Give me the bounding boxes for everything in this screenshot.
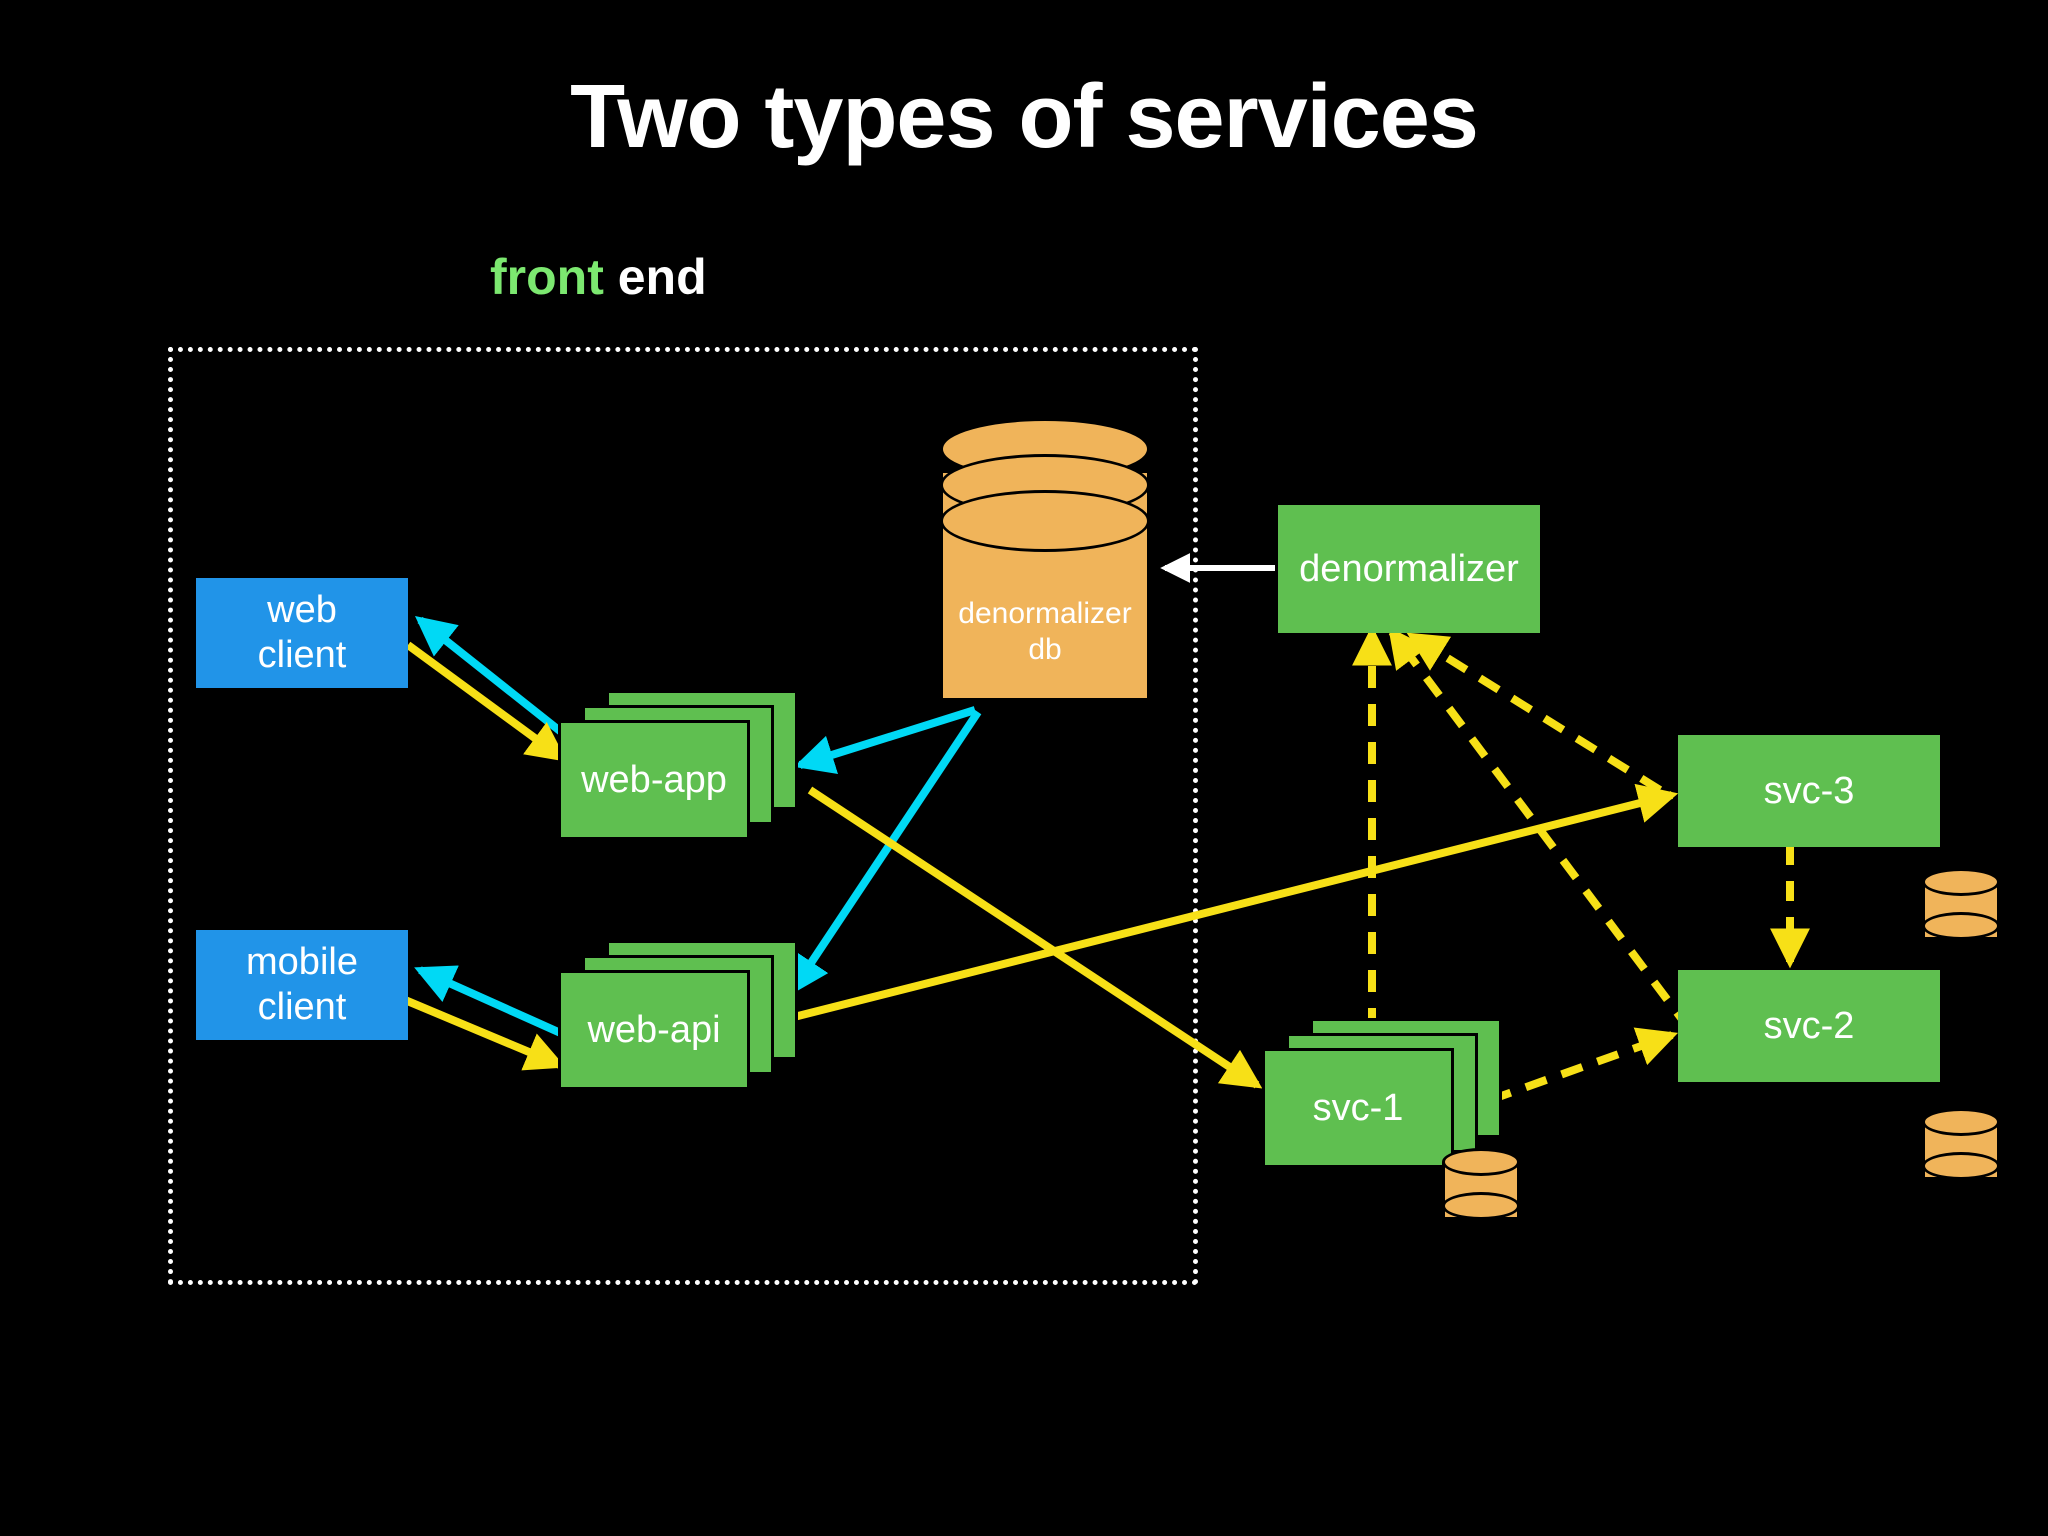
svc-1-label: svc-1 <box>1312 1086 1404 1129</box>
svc-2-db-bottom <box>1922 1152 2000 1180</box>
web-api-label: web-api <box>587 1008 721 1051</box>
denormalizer-db: denormalizer db <box>940 418 1150 698</box>
web-client-label-line2: client <box>257 634 347 676</box>
svc-2-db <box>1922 1108 2000 1190</box>
svc-2-db-top <box>1922 1108 2000 1136</box>
page-title: Two types of services <box>570 67 1479 167</box>
denormalizer-label: denormalizer <box>1299 547 1519 590</box>
node-web-api[interactable]: web-api <box>558 940 798 1090</box>
subtitle-highlight: front <box>490 249 604 305</box>
web-app-label: web-app <box>581 758 727 801</box>
svc-1-db <box>1442 1148 1520 1230</box>
node-web-app[interactable]: web-app <box>558 690 798 840</box>
svc-1-db-bottom <box>1442 1192 1520 1220</box>
edge-svc-3-to-denormalizer <box>1406 632 1663 794</box>
subtitle: front end <box>490 252 707 302</box>
svc-2-label: svc-2 <box>1763 1004 1855 1047</box>
web-api-instance-1[interactable]: web-api <box>558 970 750 1090</box>
node-svc-3[interactable]: svc-3 <box>1678 735 1940 847</box>
web-client-label-line1: web <box>267 589 337 632</box>
node-web-client[interactable]: web client <box>196 578 408 688</box>
mobile-client-label-line2: client <box>257 986 347 1028</box>
web-app-instance-1[interactable]: web-app <box>558 720 750 840</box>
db-top-ellipse-3 <box>940 490 1150 552</box>
node-mobile-client[interactable]: mobile client <box>196 930 408 1040</box>
svc-3-label: svc-3 <box>1763 769 1855 812</box>
svc-1-db-top <box>1442 1148 1520 1176</box>
node-denormalizer[interactable]: denormalizer <box>1278 505 1540 633</box>
svc-1-instance-1[interactable]: svc-1 <box>1262 1048 1454 1168</box>
svc-3-db-top <box>1922 868 2000 896</box>
svc-3-db <box>1922 868 2000 950</box>
svc-3-db-bottom <box>1922 912 2000 940</box>
edge-svc-2-to-denormalizer <box>1388 626 1694 1033</box>
node-svc-2[interactable]: svc-2 <box>1678 970 1940 1082</box>
mobile-client-label-line1: mobile <box>246 941 358 984</box>
node-svc-1[interactable]: svc-1 <box>1262 1018 1502 1168</box>
edge-svc-1-to-svc-2 <box>1488 1027 1679 1104</box>
subtitle-rest: end <box>603 249 707 305</box>
